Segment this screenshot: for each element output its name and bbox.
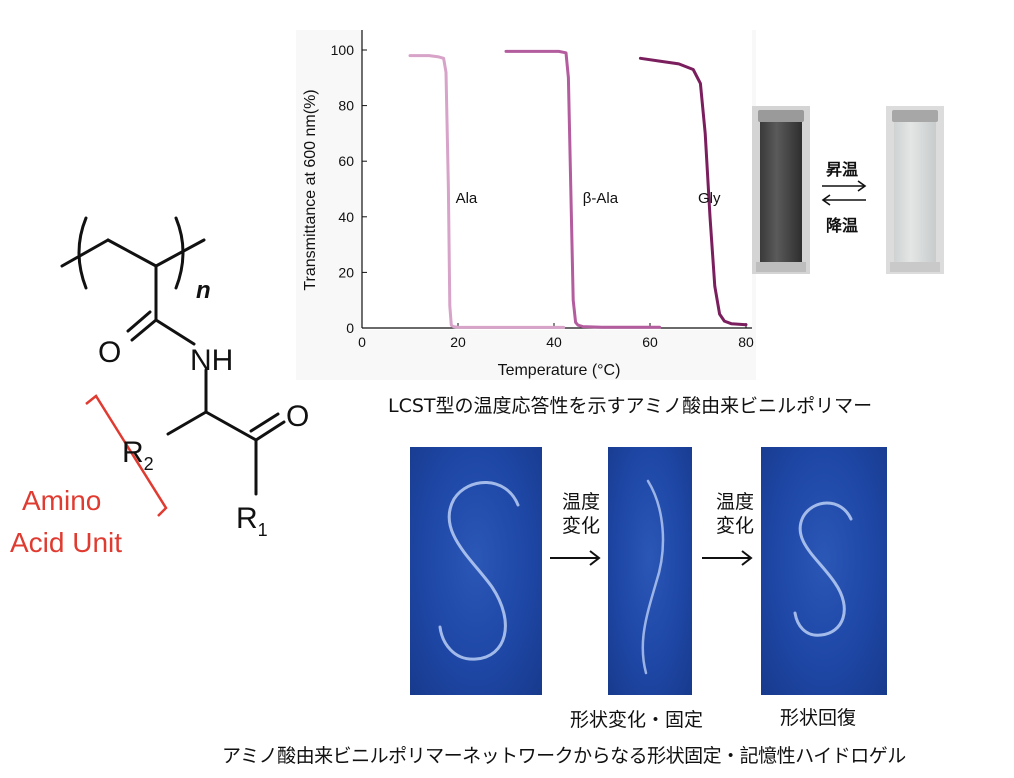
amide-nh: NH — [190, 344, 233, 377]
amino-acid-unit-label: Amino — [22, 485, 101, 516]
r1-group: R1 — [236, 502, 268, 540]
transmittance-chart: 0 20 40 60 80 0 20 40 60 80 100 Ala β-Ala Gly Temper… — [296, 30, 756, 380]
oxygen-1: O — [98, 336, 121, 369]
left-bracket — [77, 216, 88, 290]
hydrogel-photo-deformed — [608, 447, 692, 695]
amino-acid-unit-label-2: Acid Unit — [10, 527, 122, 558]
carbonyl2-bond — [254, 420, 286, 442]
backbone-bond — [60, 238, 110, 268]
series-label-1: β-Ala — [583, 190, 619, 207]
arrow-right-icon — [702, 550, 753, 566]
s-shape-gel — [438, 481, 520, 661]
y-tick-label: 80 — [338, 98, 354, 114]
chart-axes: 0 20 40 60 80 0 20 40 60 80 100 — [331, 30, 754, 350]
chart-series: Ala β-Ala Gly — [408, 49, 748, 329]
reversible-arrows — [821, 180, 867, 206]
shape-change-fix-label: 形状変化・固定 — [570, 709, 704, 731]
x-axis-label: Temperature (°C) — [498, 362, 621, 379]
x-tick-label: 60 — [642, 334, 658, 350]
amino-acid-bracket — [85, 394, 168, 517]
hydrogel-caption: アミノ酸由来ビニルポリマーネットワークからなる形状固定・記憶性ハイドロゲル — [222, 745, 906, 767]
r2-group: R2 — [122, 436, 154, 474]
y-tick-label: 20 — [338, 264, 354, 280]
shape-recovery-label: 形状回復 — [780, 707, 857, 729]
hydrogel-photo-s-shape — [410, 447, 542, 695]
series-label-2: Gly — [698, 190, 721, 207]
carbonyl-double-bond — [126, 310, 152, 333]
series-line-0 — [408, 54, 566, 329]
heating-label: 昇温 — [826, 160, 859, 179]
backbone-bond — [106, 238, 158, 268]
lcst-caption: LCST型の温度応答性を示すアミノ酸由来ビニルポリマー — [388, 395, 873, 417]
polymer-structure: n O NH O R2 R1 Amino Acid Unit — [10, 216, 309, 558]
recovered-gel — [793, 501, 853, 637]
ca-r2-bond — [166, 410, 208, 436]
temp-change-label-2: 温度 変化 — [715, 491, 754, 537]
y-axis-label: Transmittance at 600 nm(%) — [302, 89, 319, 290]
series-line-2 — [638, 56, 748, 327]
y-tick-label: 40 — [338, 209, 354, 225]
y-tick-label: 60 — [338, 153, 354, 169]
x-tick-label: 80 — [738, 334, 754, 350]
series-label-0: Ala — [456, 190, 478, 207]
y-tick-label: 100 — [331, 42, 355, 58]
series-line-1 — [504, 49, 662, 329]
arrow-right-icon — [550, 550, 601, 566]
backbone-bond — [154, 238, 206, 268]
vial-photo-cloudy — [886, 106, 944, 274]
deformed-gel — [641, 479, 665, 675]
oxygen-2: O — [286, 400, 309, 433]
amide-bond — [154, 318, 196, 346]
x-tick-label: 40 — [546, 334, 562, 350]
x-tick-label: 0 — [358, 334, 366, 350]
carbonyl2-double-bond — [249, 412, 280, 433]
cooling-label: 降温 — [826, 216, 859, 235]
x-tick-label: 20 — [450, 334, 466, 350]
repeat-n-label: n — [196, 277, 211, 304]
plot-area — [362, 30, 752, 330]
y-tick-label: 0 — [346, 320, 354, 336]
vial-photo-clear — [752, 106, 810, 274]
ca-carbonyl-bond — [204, 410, 258, 442]
right-bracket — [174, 216, 185, 290]
hydrogel-photo-recovered — [761, 447, 887, 695]
temp-change-label-1: 温度 変化 — [561, 491, 600, 537]
carbonyl-bond — [130, 318, 158, 342]
